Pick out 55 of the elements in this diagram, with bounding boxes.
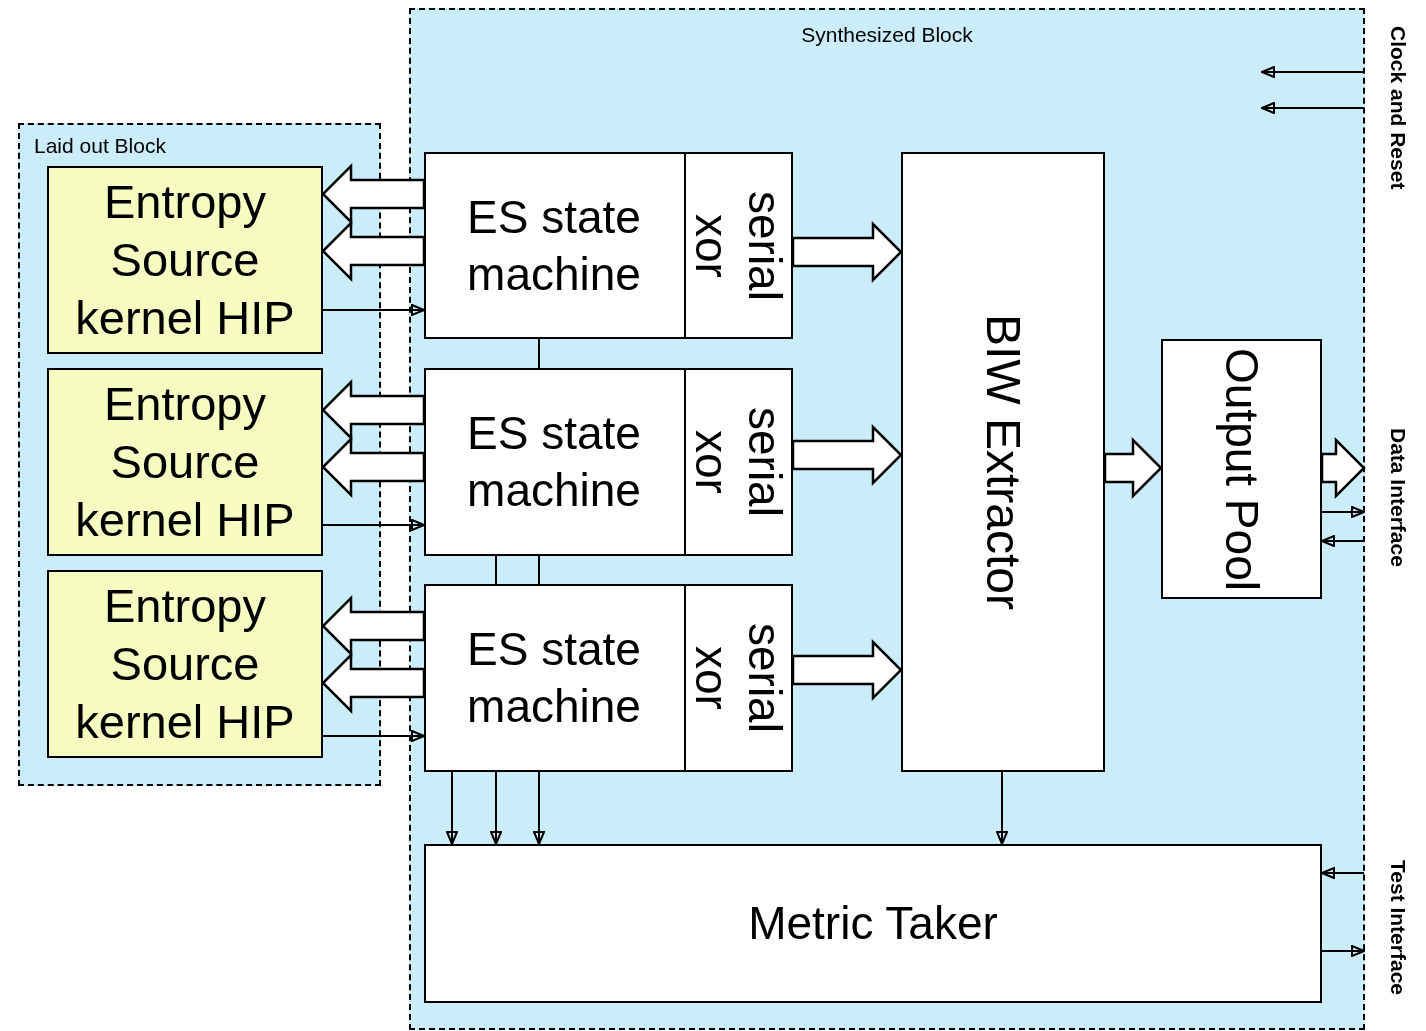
box-label: xor: [686, 646, 739, 710]
box-label: serial: [738, 623, 791, 733]
block-arrow: [1103, 437, 1163, 499]
process-box: [47, 166, 323, 354]
dashed-block: [18, 123, 381, 786]
box-label: BIW Extractor: [976, 313, 1031, 610]
arrow: [1321, 535, 1365, 547]
box-label: Metric Taker: [748, 896, 998, 951]
box-label: Entropy Source kernel HIP: [74, 174, 296, 346]
box-label: ES state machine: [466, 622, 642, 734]
arrow: [446, 771, 458, 845]
interface-label: Data Interface: [1364, 405, 1412, 590]
interface-label: Test Interface: [1364, 842, 1412, 1012]
box-label: ES state machine: [466, 189, 642, 302]
box-label: xor: [686, 430, 739, 494]
box-label: ES state machine: [466, 406, 642, 518]
process-box: [424, 368, 793, 556]
arrow: [1321, 506, 1365, 518]
arrow: [1321, 945, 1365, 957]
arrow: [322, 519, 425, 531]
arrow: [996, 771, 1008, 845]
process-box: [47, 368, 323, 556]
dashed-block: [409, 8, 1365, 1030]
process-box: [424, 844, 1322, 1003]
arrow: [1321, 867, 1365, 879]
block-title: Synthesized Block: [801, 23, 973, 47]
box-label: Entropy Source kernel HIP: [74, 376, 296, 548]
block-arrow: [321, 595, 426, 657]
block-arrow: [321, 652, 426, 714]
block-arrow: [791, 424, 903, 486]
process-box: [901, 152, 1105, 772]
process-box: [47, 570, 323, 758]
box-label: serial: [738, 407, 791, 517]
block-arrow: [321, 163, 426, 225]
process-box: [424, 584, 793, 772]
box-label: Entropy Source kernel HIP: [74, 578, 296, 750]
arrow: [490, 771, 502, 845]
block-arrow: [321, 220, 426, 282]
process-box: [1161, 339, 1322, 599]
block-arrow: [791, 639, 903, 701]
block-title: Laid out Block: [34, 134, 166, 158]
arrow: [533, 771, 545, 845]
block-arrow: [1320, 437, 1366, 499]
arrow: [322, 304, 425, 316]
arrow: [322, 730, 425, 742]
block-arrow: [321, 436, 426, 498]
arrow: [1261, 102, 1365, 114]
box-label: xor: [686, 213, 739, 278]
block-arrow: [791, 221, 903, 283]
block-arrow: [321, 379, 426, 441]
arrow: [1261, 66, 1365, 78]
box-label: serial: [738, 190, 791, 301]
process-box: [424, 152, 793, 339]
interface-label: Clock and Reset: [1364, 10, 1412, 205]
box-label: Output Pool: [1214, 347, 1269, 591]
